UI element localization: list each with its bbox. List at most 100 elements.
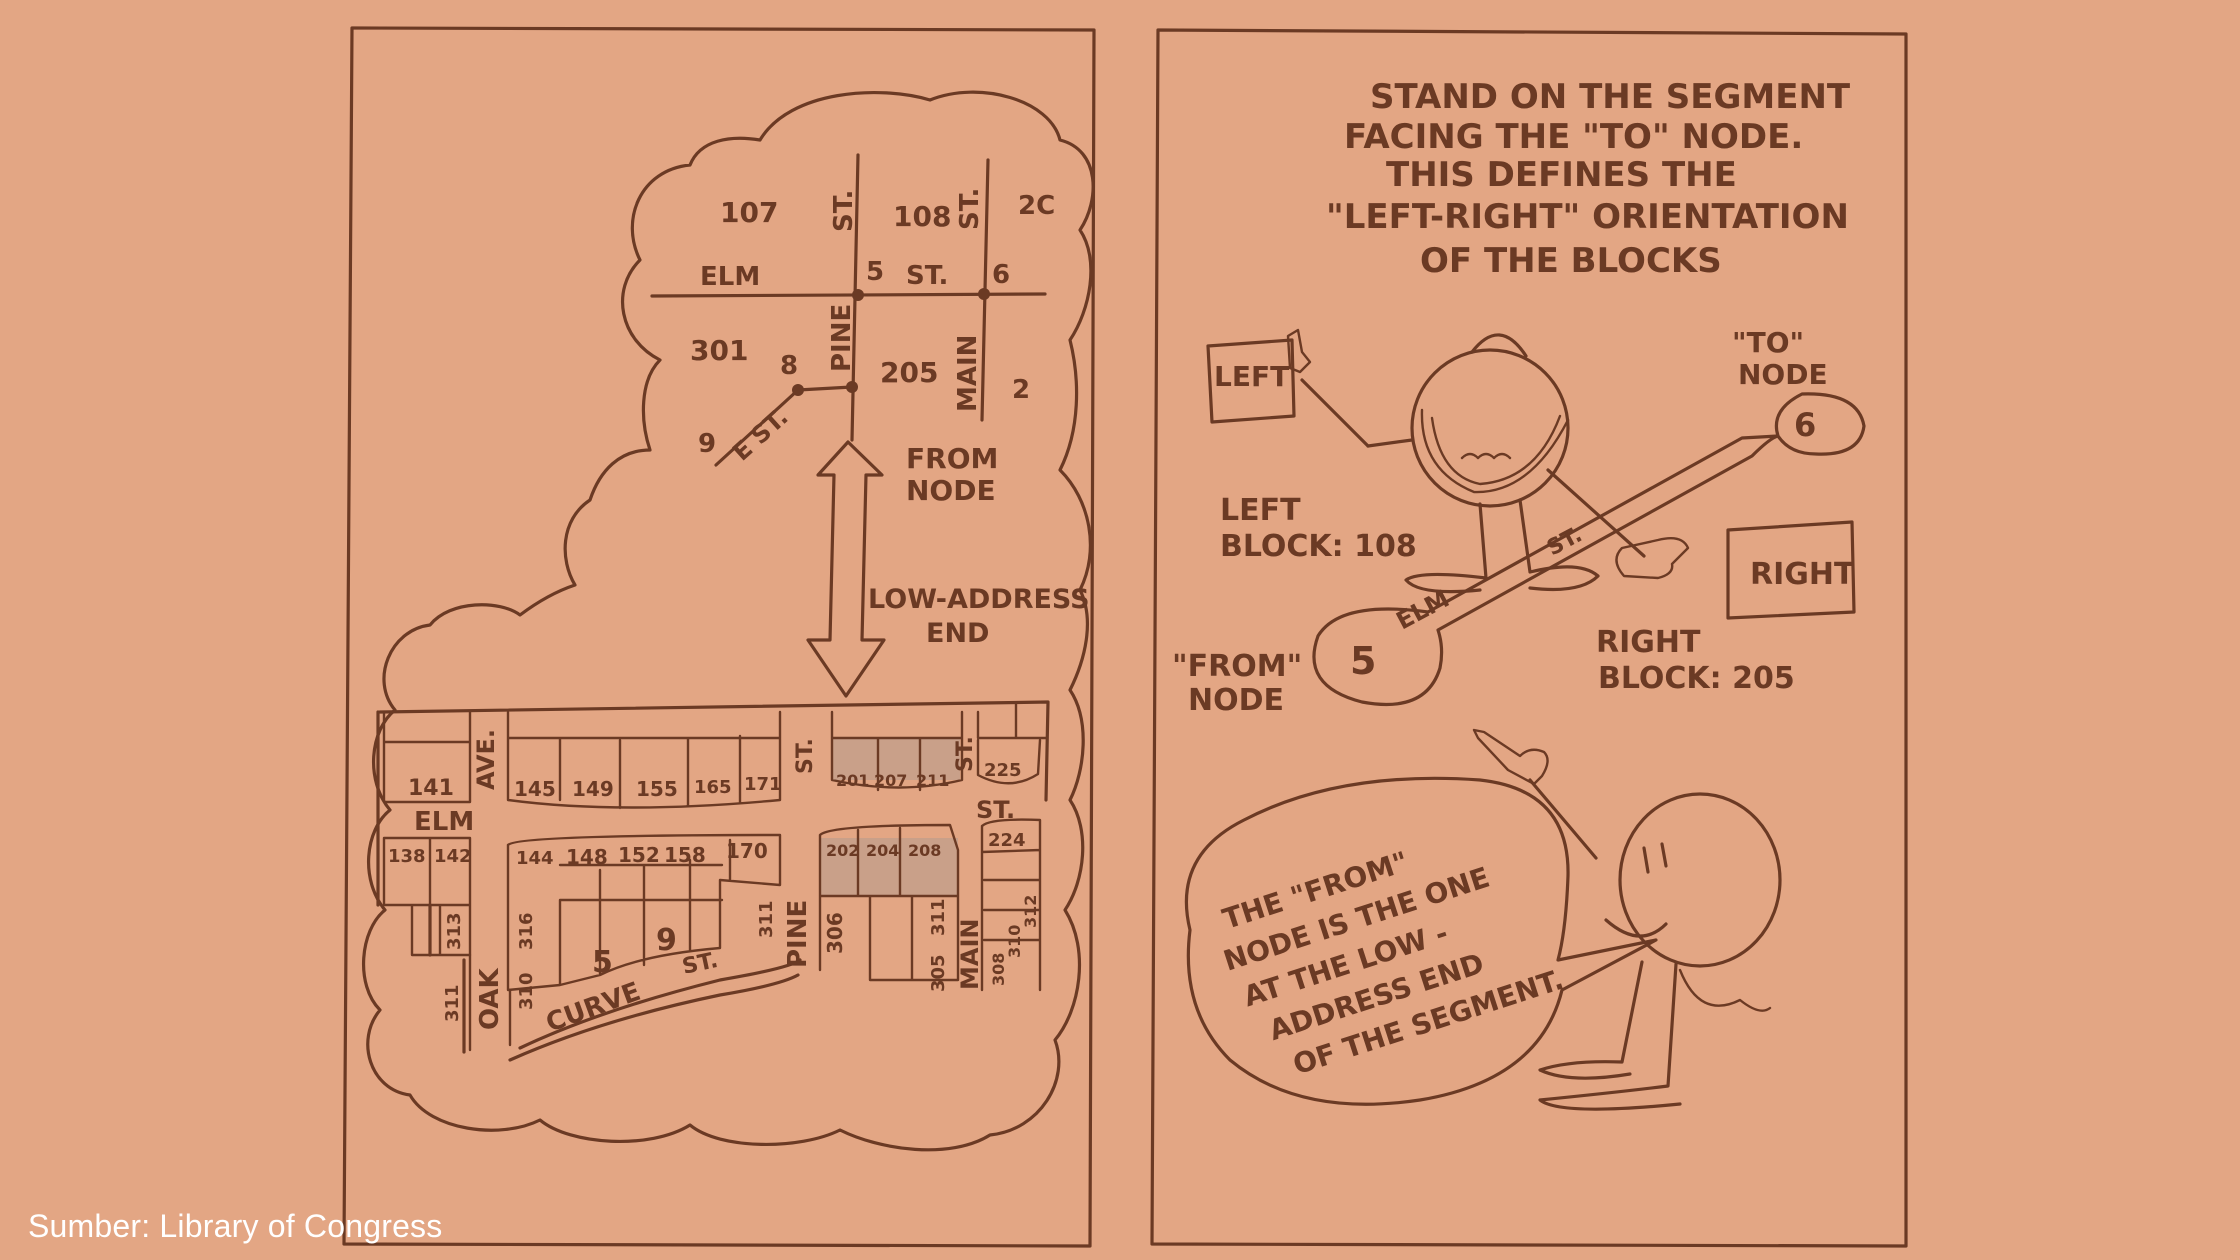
block-num: 149 [572,777,614,801]
block-num: 148 [566,845,608,869]
bottom-block-numbers: 313 311 316 310 5 9 311 306 311 305 308 … [442,895,1040,1022]
intro-line-2: FACING THE "TO" NODE. [1344,117,1803,157]
e-st-label: E ST. [727,403,793,467]
character-2-legs [1538,960,1682,1111]
block-num: 170 [726,839,768,863]
block-num: 305 [928,954,949,992]
character-head [1410,348,1570,508]
from-node-label-line1: FROM [906,442,998,475]
right-sign-label: RIGHT [1750,557,1855,592]
map-st-label-right: ST. [976,796,1015,824]
block-num: 158 [664,843,706,867]
block-301: 301 [690,334,748,367]
left-panel: 107 108 2C 301 205 2 ELM ST. ST. ST. PIN… [342,26,1096,1248]
block-num: 313 [444,912,465,950]
left-sign-icon [1206,338,1296,424]
block-num: 310 [1005,925,1024,958]
elm-label: ELM [700,262,760,292]
block-2c: 2C [1018,191,1055,221]
block-num: 155 [636,777,678,801]
block-num: 141 [408,776,454,801]
block-num: 316 [516,912,537,950]
block-num: 306 [823,912,847,954]
map-elm-label: ELM [414,807,474,837]
map-st-label-main: ST. [953,736,978,772]
low-address-label-line1: LOW-ADDRESS [868,584,1090,615]
character-beard [1430,414,1562,486]
character-2-eyes [1642,842,1668,874]
character-legs [1404,498,1600,594]
block-num: 138 [388,846,426,867]
character-2-head [1618,792,1782,968]
left-block-line2: BLOCK: 108 [1220,529,1417,564]
street-network [650,153,1047,467]
node-8-label: 8 [780,351,798,381]
block-num: 207 [874,771,907,790]
st-label-pine: ST. [829,190,859,232]
oak-label: OAK [475,967,505,1030]
upper-block-numbers: 141 145 149 155 165 171 201 207 211 225 [408,760,1022,801]
double-arrow-icon [806,440,886,698]
node-9-label: 9 [698,429,716,459]
west-edge [376,710,466,1054]
intro-line-1: STAND ON THE SEGMENT [1370,77,1851,117]
main-label: MAIN [953,335,983,412]
block-num: 152 [618,843,660,867]
shaded-block-lower [820,838,958,896]
pointing-hand-icon [1472,728,1549,786]
lower-left-blocks [468,953,512,1052]
right-panel-frame [1150,28,1908,1248]
block-num: 5 [592,945,613,980]
from-node-label-line1: "FROM" [1172,649,1302,684]
node-8-dot [792,384,804,396]
block-num: 225 [984,760,1022,781]
block-num: 202 [826,841,859,860]
block-num: 211 [916,771,949,790]
character-hat [1470,333,1528,358]
ave-label: AVE. [472,729,500,790]
block-num: 171 [744,774,782,795]
block-num: 311 [442,984,463,1022]
block-205: 205 [880,356,938,389]
to-node-label-line2: NODE [1738,358,1828,391]
block-num: 144 [516,848,554,869]
st-label-main: ST. [955,188,985,230]
e-street-diagonal [714,388,800,467]
lower-block-numbers: 138 142 144 148 152 158 170 202 204 208 … [388,830,1026,869]
block-num: 201 [836,771,869,790]
pine-label: PINE [827,304,857,372]
character-mouth [1420,408,1570,494]
map-pine-label: PINE [783,900,813,968]
block-107: 107 [720,196,778,229]
intro-line-3: THIS DEFINES THE [1386,155,1737,195]
right-arm [1546,468,1646,558]
from-node-value: 5 [1350,639,1376,683]
block-num: 145 [514,777,556,801]
right-panel: STAND ON THE SEGMENT FACING THE "TO" NOD… [1150,28,1908,1248]
node-5-dot [852,289,864,301]
low-address-label-line2: END [926,618,989,649]
character-2-arm [1528,778,1598,860]
left-panel-frame [342,26,1096,1248]
block-num: 311 [756,900,777,938]
block-num: 311 [928,898,949,936]
block-2: 2 [1012,375,1030,405]
from-node-label-line2: NODE [906,474,996,507]
right-block-line2: BLOCK: 205 [1598,661,1795,696]
block-num: 312 [1021,895,1040,928]
segment-bone [1312,392,1866,707]
block-num: 204 [866,841,899,860]
intro-line-5: OF THE BLOCKS [1420,241,1722,281]
left-hand-icon [1286,328,1312,374]
source-caption: Sumber: Library of Congress [28,1208,443,1244]
node-5-label: 5 [866,257,884,287]
block-num: 308 [989,953,1008,986]
shaded-block-upper [832,738,960,780]
character-2-smile [1604,918,1668,938]
block-map [376,700,1050,1062]
map-main-label: MAIN [956,919,984,990]
block-108: 108 [893,200,951,233]
block-num: 224 [988,830,1026,851]
to-node-value: 6 [1794,406,1816,444]
